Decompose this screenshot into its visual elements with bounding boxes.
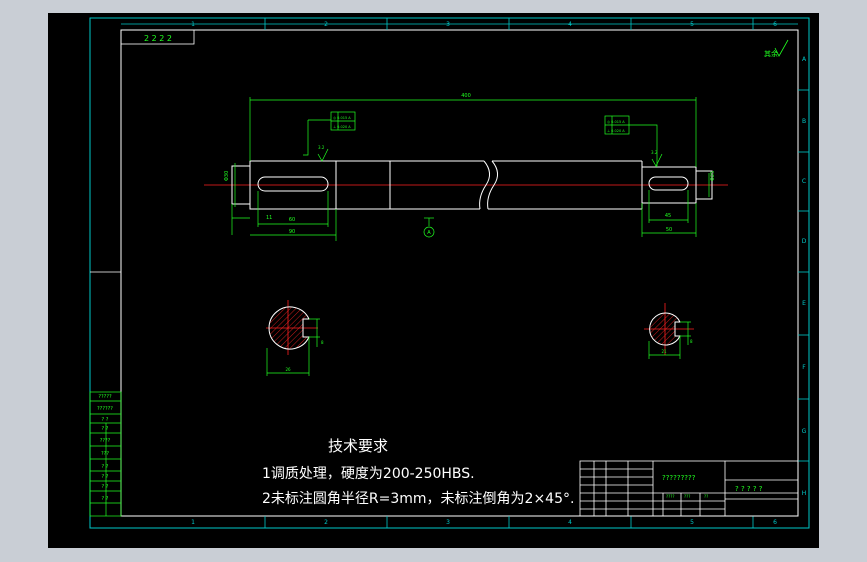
zone-number-bottom: 2 [324,519,328,526]
right-section-dimensions [648,321,691,359]
revision-strip-cell: ? ? [102,464,109,470]
revision-strip-cell: ?????? [97,406,113,412]
zone-letter-right: B [802,118,806,125]
zone-number-top: 6 [773,21,777,28]
left-offset-label: 11 [266,215,272,221]
zone-number-bottom: 4 [568,519,572,526]
zone-number-top: 4 [568,21,572,28]
revision-strip-cell: ????? [98,394,112,400]
inner-frame [120,29,799,517]
title-block-name: ????????? [662,474,696,482]
revision-strip-cell: ???? [100,438,111,444]
datum-label: A [427,230,431,236]
right-section-width-label: 8 [690,339,693,344]
zone-letter-right: C [802,178,806,185]
zone-number-bottom: 6 [773,519,777,526]
right-tolerance-frame [604,115,658,167]
technical-requirements: 技术要求 1调质处理，硬度为200-250HBS. 2未标注圆角半径R=3mm，… [262,437,574,507]
left-section-width-label: 8 [321,340,324,345]
corner-box [120,29,195,45]
zone-letter-right: H [802,490,807,497]
right-cross-section [644,303,694,355]
revision-strip-cell: ? ? [102,417,109,423]
zone-number-top: 3 [446,21,450,28]
outer-border [89,17,810,529]
tech-req-line-1: 1调质处理，硬度为200-250HBS. [262,466,475,482]
right-roughness-icon [651,153,663,167]
left-section-dimensions [266,318,320,376]
revision-strip-cell: ? ? [102,496,109,502]
left-tolerance-line-1: ◎ 0.015 A [333,116,351,120]
right-zone-labels: A B C D E F G H [802,56,807,497]
right-keyway [648,176,689,191]
right-section-depth-label: 21 [661,349,667,354]
zone-letter-right: D [802,238,807,245]
zone-letter-right: A [802,56,807,63]
zone-number-top: 5 [690,21,694,28]
left-shoulder-length-label: 90 [289,229,295,235]
left-key-length-label: 60 [289,217,295,223]
bottom-zone-strip [264,516,754,528]
title-block-cell-1: ???? [666,494,675,499]
corner-box-text: 2 2 2 2 [144,34,172,43]
left-roughness-icon [317,148,329,162]
top-zone-labels: 1 2 3 4 5 6 [191,21,777,28]
title-block-drawing-no: ? ? ? ? ? [735,485,763,493]
right-tolerance-line-1: ◎ 0.015 A [607,120,625,124]
top-zone-strip [121,18,798,30]
tech-req-title: 技术要求 [328,437,388,455]
left-roughness-label: 3.2 [318,145,325,150]
right-zone-strip [798,89,809,462]
left-dimensions [231,163,337,241]
zone-number-bottom: 1 [191,519,195,526]
title-block [579,460,799,517]
left-tolerance-line-2: ⊥ 0.020 A [333,125,351,129]
roughness-note: 其余 [764,49,778,58]
zone-number-top: 1 [191,21,195,28]
right-dimensions [641,173,710,237]
datum-symbol [423,217,435,238]
right-roughness-label: 3.2 [651,150,658,155]
zone-letter-right: E [802,300,806,307]
revision-strip-cell: ??? [101,451,109,457]
shaft-outline [231,160,713,210]
left-keyway [257,176,329,192]
title-block-cell-3: ?? [704,494,708,499]
overall-length-dimension [249,97,697,167]
zone-number-bottom: 5 [690,519,694,526]
revision-strip-cell: ? ? [102,474,109,480]
right-diameter-label: Φ25 [710,171,716,181]
zone-number-top: 2 [324,21,328,28]
left-section-depth-label: 26 [285,367,291,372]
right-shoulder-length-label: 50 [666,227,672,233]
left-diameter-label: Φ30 [224,171,230,181]
revision-strip-labels: ??????????? ? ? ? ???????? ? ? ? ? ? ? ? ? [97,394,113,502]
roughness-symbol-icon [774,39,789,57]
overall-length-label: 400 [461,93,471,99]
left-cross-section [266,300,318,355]
title-block-cell-2: ??? [684,494,690,499]
right-tolerance-line-2: ⊥ 0.020 A [607,129,625,133]
tech-req-line-2: 2未标注圆角半径R=3mm，未标注倒角为2×45°. [262,491,574,507]
zone-number-bottom: 3 [446,519,450,526]
zone-letter-right: F [802,364,806,371]
bottom-zone-labels: 1 2 3 4 5 6 [191,519,777,526]
left-tolerance-frame [303,111,356,156]
right-key-length-label: 45 [665,213,671,219]
revision-strip-cell: ? ? [102,484,109,490]
revision-strip-cell: ? ? [102,426,109,432]
zone-letter-right: G [802,428,807,435]
left-revision-strip [89,391,122,517]
